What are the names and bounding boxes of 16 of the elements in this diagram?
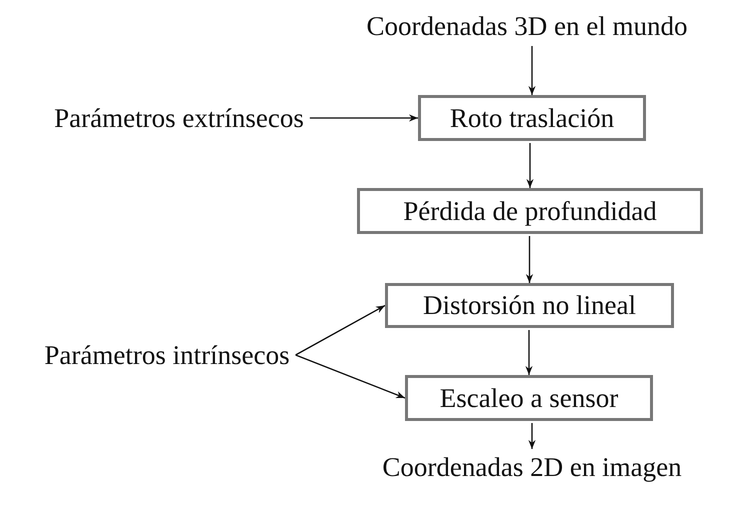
text-label: Coordenadas 3D en el mundo <box>327 8 727 44</box>
arrow <box>525 330 533 375</box>
arrow <box>526 143 534 188</box>
text-label: Coordenadas 2D en imagen <box>337 449 727 485</box>
arrow <box>528 423 536 449</box>
process-box: Distorsión no lineal <box>385 283 674 328</box>
arrow <box>295 354 406 399</box>
process-box: Roto traslación <box>418 95 646 141</box>
arrow <box>528 46 536 95</box>
text-label: Parámetros extrínsecos <box>14 100 344 136</box>
arrow <box>295 304 386 356</box>
text-label: Parámetros intrínsecos <box>6 337 328 373</box>
process-box: Escaleo a sensor <box>405 375 653 421</box>
arrow <box>310 114 418 122</box>
arrow <box>526 236 534 283</box>
process-box: Pérdida de profundidad <box>357 188 703 234</box>
